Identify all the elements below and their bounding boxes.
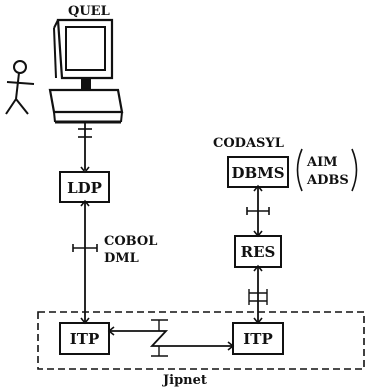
itp-right-label: ITP [243,330,272,348]
stick-figure-user-icon [5,60,35,115]
jipnet-boundary [37,311,365,370]
jipnet-label: Jipnet [162,373,207,387]
cobol-label: COBOL [104,234,157,249]
aim-label: AIM [306,155,338,170]
codasyl-label: CODASYL [213,136,284,151]
itp-left-box [59,322,110,355]
itp-to-itp-link [107,319,235,357]
dml-label: DML [104,251,139,266]
ldp-label: LDP [67,179,102,197]
adbs-label: ADBS [306,173,349,188]
computer-terminal-icon [48,18,124,124]
dbms-label: DBMS [231,164,284,182]
itp-left-label: ITP [70,330,99,348]
quel-label: QUEL [68,4,110,19]
res-label: RES [241,243,276,261]
itp-right-box [232,322,284,355]
right-paren [351,148,358,192]
left-paren [296,148,303,192]
